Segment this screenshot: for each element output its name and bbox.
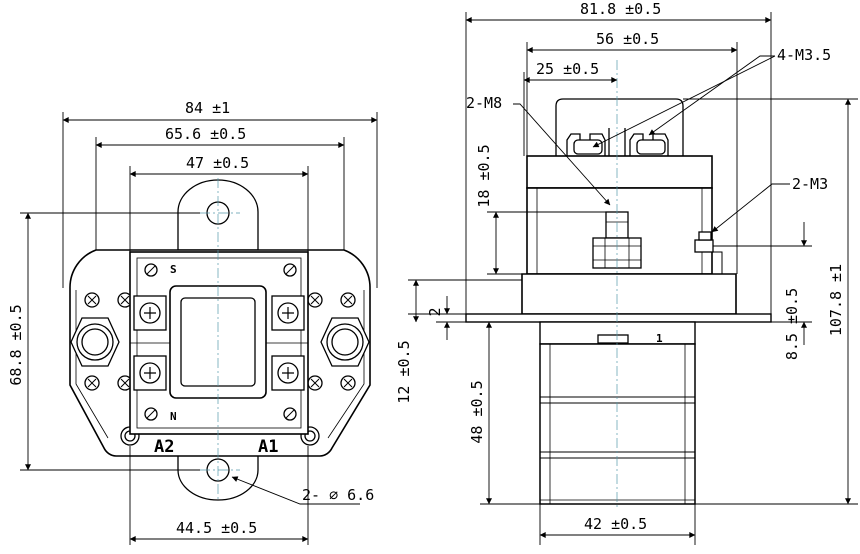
dim-65-6: 65.6 ±0.5 <box>165 125 246 143</box>
leader-2m8 <box>513 103 611 206</box>
dim-56: 56 ±0.5 <box>596 30 659 48</box>
front-dimensions <box>20 112 378 545</box>
hole-leader <box>231 476 360 505</box>
callout-2m3: 2-M3 <box>792 175 828 193</box>
dim-81-8: 81.8 ±0.5 <box>580 0 661 18</box>
coil-label-a1: A1 <box>258 437 278 457</box>
leader-4m35-b <box>592 55 776 148</box>
callout-4m35: 4-M3.5 <box>777 46 831 64</box>
leader-2m3 <box>711 183 790 233</box>
dim-18: 18 ±0.5 <box>475 144 493 207</box>
side-dimensions <box>408 12 858 545</box>
front-center-lines <box>200 178 240 500</box>
hole-callout: 2- ∅ 6.6 <box>302 486 374 504</box>
dim-25: 25 ±0.5 <box>536 60 599 78</box>
side-base <box>521 273 737 315</box>
dim-2: 2 <box>426 307 444 316</box>
leader-4m35-a <box>648 55 775 136</box>
dim-107-8: 107.8 ±1 <box>827 264 845 336</box>
dim-12: 12 ±0.5 <box>395 340 413 403</box>
coil-cylinder <box>539 343 696 505</box>
mark-s: S <box>170 263 177 276</box>
mark-n: N <box>170 410 177 423</box>
coil-label-a2: A2 <box>154 437 174 457</box>
callout-2m8: 2-M8 <box>466 94 502 112</box>
mounting-plate <box>465 313 772 323</box>
mark-1: 1 <box>656 332 663 345</box>
front-view <box>69 179 371 501</box>
left-main-terminal <box>76 323 114 361</box>
side-view <box>465 98 772 505</box>
aux-terminals-top <box>566 128 669 158</box>
dim-44-5: 44.5 ±0.5 <box>176 519 257 537</box>
dim-68-8: 68.8 ±0.5 <box>7 304 25 385</box>
right-main-terminal-nut <box>320 317 370 367</box>
m3-coil-terminal <box>694 231 723 282</box>
dim-8-5: 8.5 ±0.5 <box>783 288 801 360</box>
dim-48: 48 ±0.5 <box>468 380 486 443</box>
left-main-terminal-nut <box>70 317 120 367</box>
aux-contact-screws <box>130 295 308 391</box>
upper-housing-band <box>526 155 713 189</box>
block-corner-screws <box>144 263 297 421</box>
dim-47: 47 ±0.5 <box>186 154 249 172</box>
right-main-terminal <box>326 323 364 361</box>
dim-84: 84 ±1 <box>185 99 230 117</box>
dim-42: 42 ±0.5 <box>584 515 647 533</box>
